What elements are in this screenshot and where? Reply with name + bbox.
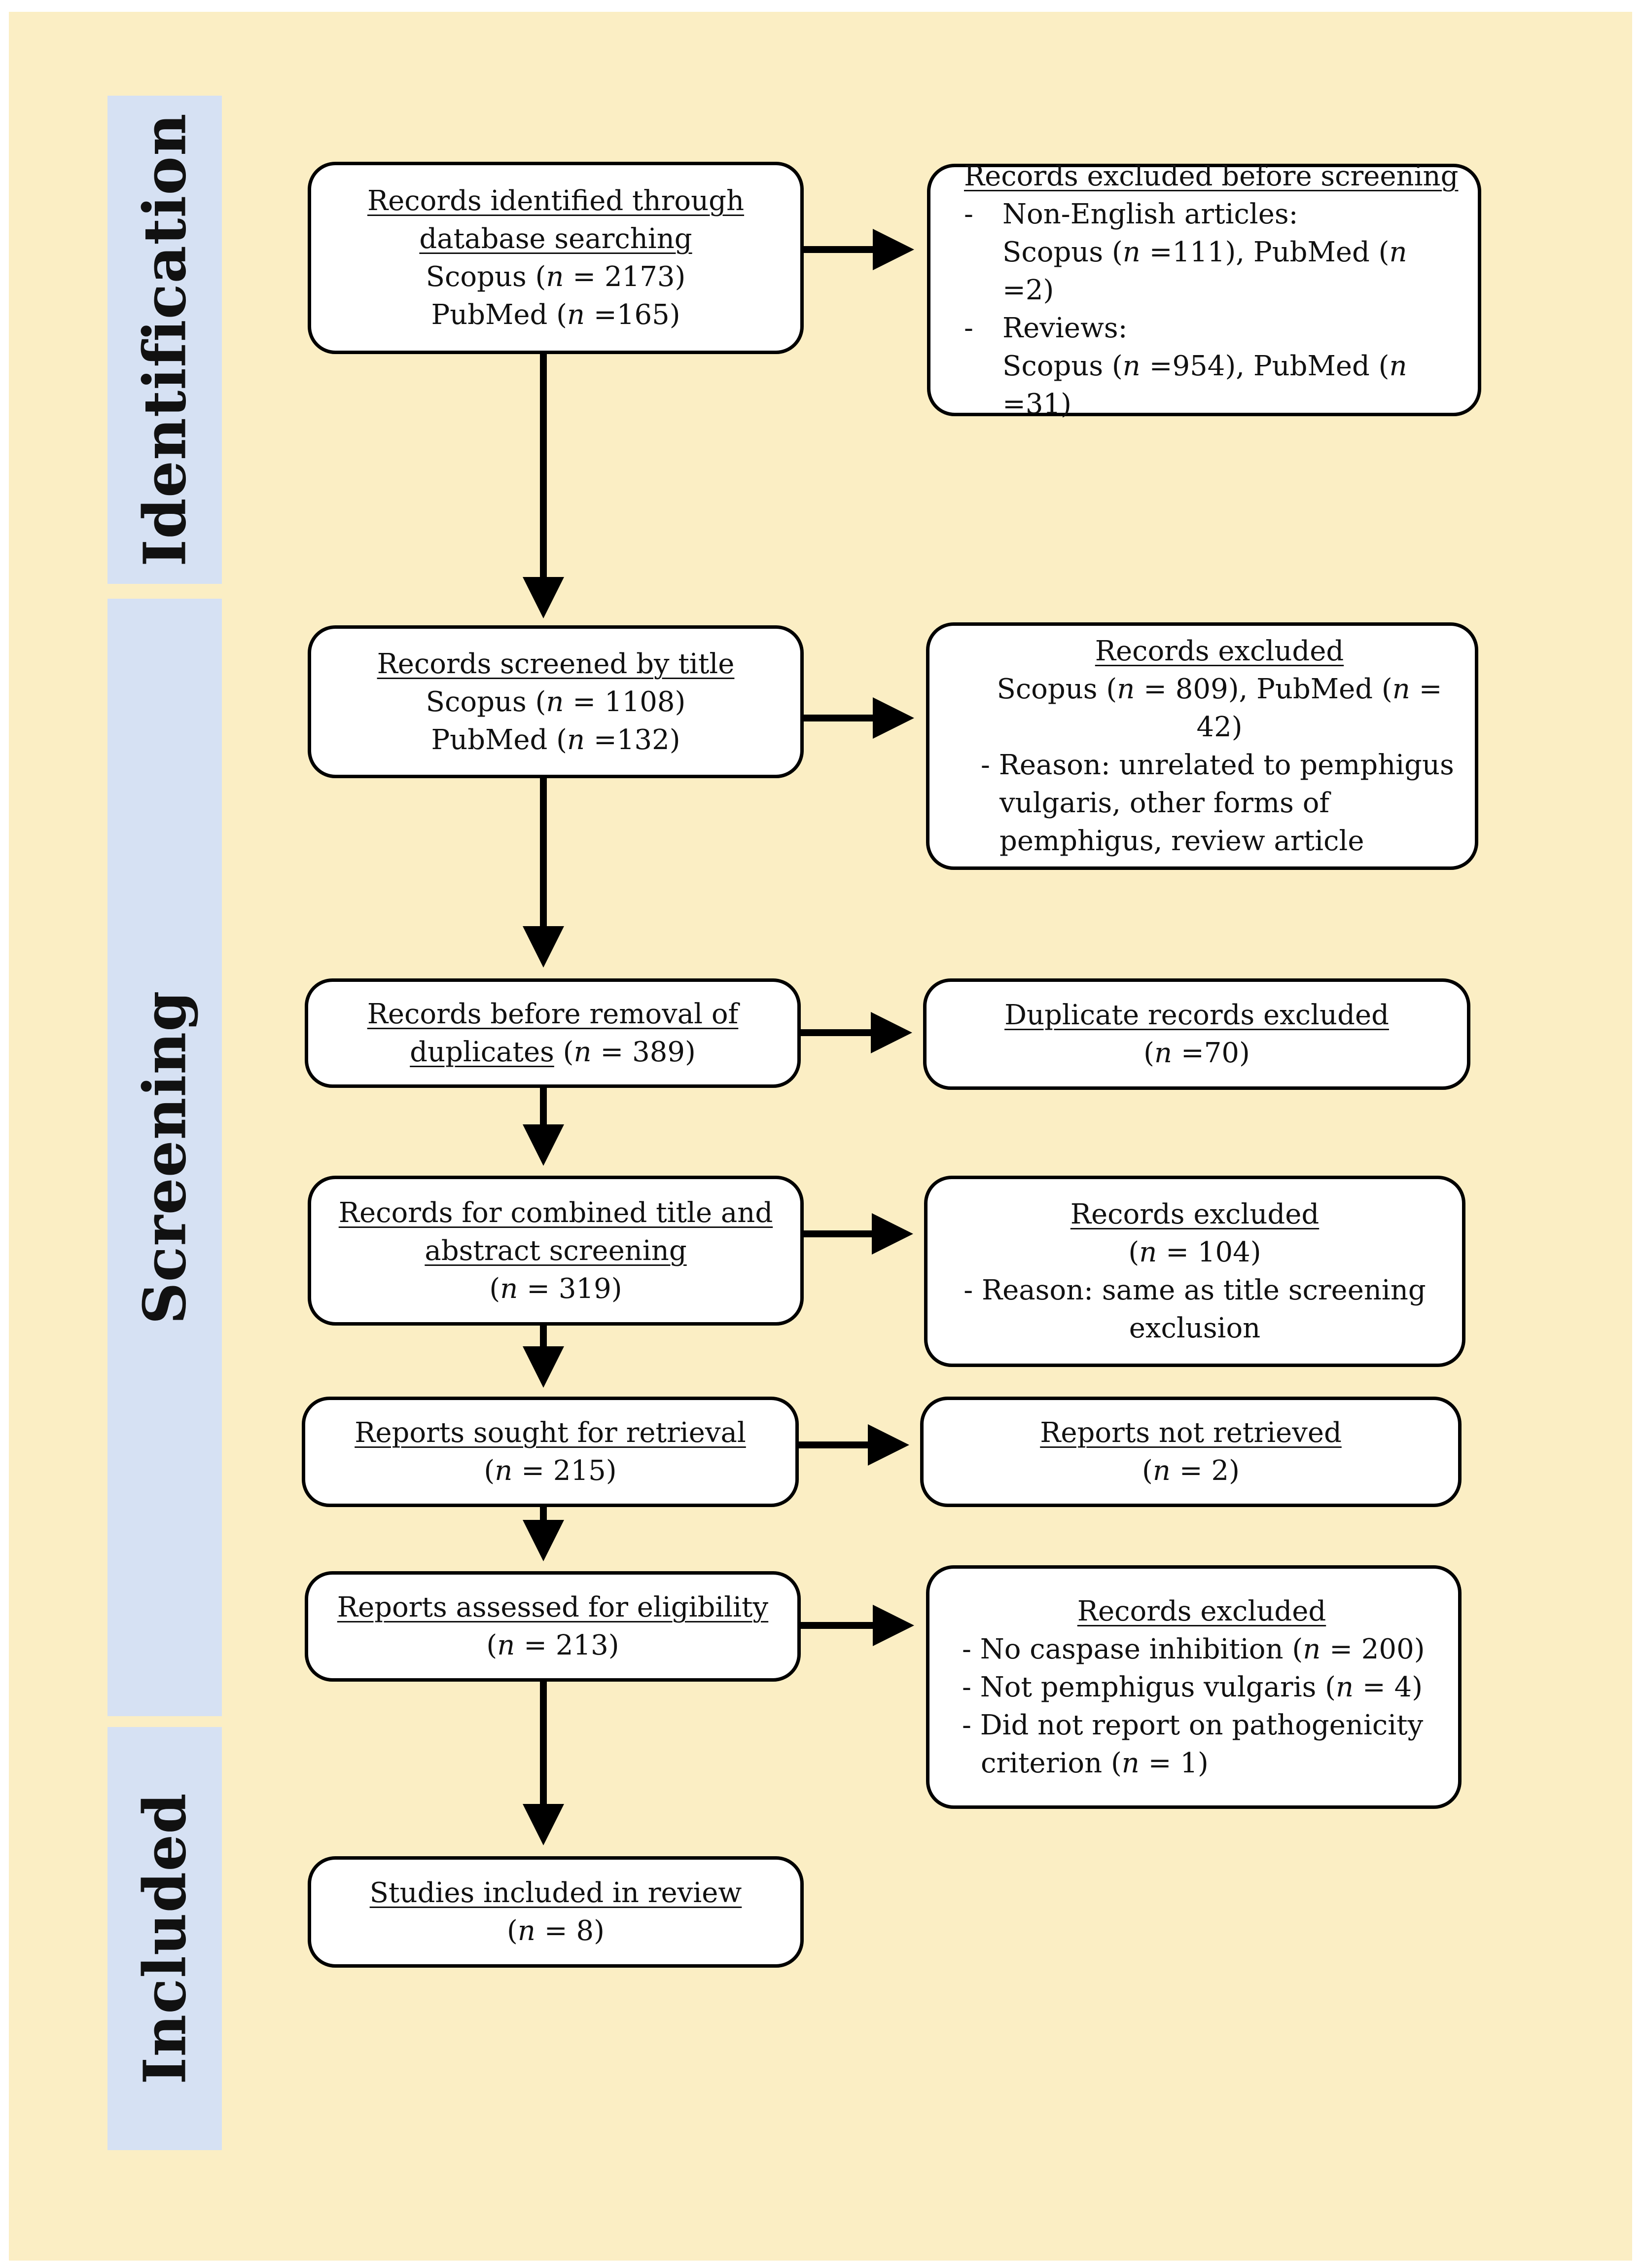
records-screened-pubmed: PubMed (n =132) bbox=[431, 723, 680, 756]
before-duplicates-title-line1: Records before removal of bbox=[367, 998, 739, 1030]
reports-assessed-count: (n = 213) bbox=[486, 1629, 619, 1661]
studies-included-count: (n = 8) bbox=[507, 1915, 605, 1947]
excluded-before-item2-value: Scopus (n =954), PubMed (n =31) bbox=[1002, 350, 1407, 420]
box-reports-sought: Reports sought for retrieval (n = 215) bbox=[302, 1397, 799, 1507]
box-records-screened-title: Records screened by title Scopus (n = 11… bbox=[308, 625, 804, 778]
box-combined-screening: Records for combined title and abstract … bbox=[308, 1176, 804, 1326]
box-studies-included: Studies included in review (n = 8) bbox=[308, 1856, 804, 1968]
excluded-eligibility-title: Records excluded bbox=[1077, 1595, 1326, 1627]
reports-sought-title: Reports sought for retrieval bbox=[355, 1417, 746, 1449]
box-records-before-duplicates: Records before removal of duplicates (n … bbox=[305, 978, 801, 1088]
box-duplicates-excluded: Duplicate records excluded (n =70) bbox=[923, 978, 1470, 1090]
phase-band-screening: Screening bbox=[107, 599, 222, 1716]
box-excluded-before-screening: Records excluded before screening -Non-E… bbox=[927, 160, 1481, 420]
excluded-title-reason-line2: vulgaris, other forms of bbox=[999, 787, 1330, 819]
before-duplicates-title-line2: duplicates bbox=[410, 1036, 554, 1068]
duplicates-excluded-title: Duplicate records excluded bbox=[1004, 999, 1389, 1031]
box-not-retrieved: Reports not retrieved (n = 2) bbox=[920, 1397, 1462, 1507]
combined-screening-count: (n = 319) bbox=[489, 1272, 622, 1305]
box-excluded-eligibility: Records excluded - No caspase inhibition… bbox=[926, 1565, 1462, 1809]
excluded-abstract-reason: - Reason: same as title screening exclus… bbox=[963, 1274, 1426, 1344]
records-identified-title: Records identified through database sear… bbox=[367, 185, 745, 255]
reports-assessed-title: Reports assessed for eligibility bbox=[337, 1591, 769, 1623]
not-retrieved-count: (n = 2) bbox=[1142, 1455, 1240, 1487]
excluded-abstract-title: Records excluded bbox=[1070, 1198, 1320, 1230]
box-records-identified: Records identified through database sear… bbox=[308, 162, 804, 354]
excluded-eligibility-item1: - No caspase inhibition (n = 200) bbox=[962, 1633, 1425, 1665]
studies-included-title: Studies included in review bbox=[369, 1877, 742, 1909]
box-excluded-title-screening: Records excluded Scopus (n = 809), PubMe… bbox=[926, 622, 1478, 870]
box-reports-assessed: Reports assessed for eligibility (n = 21… bbox=[305, 1571, 801, 1682]
before-duplicates-count: (n = 389) bbox=[554, 1036, 696, 1068]
phase-band-included: Included bbox=[107, 1727, 222, 2150]
excluded-eligibility-item3-cont: criterion (n = 1) bbox=[981, 1747, 1209, 1779]
excluded-title-heading: Records excluded bbox=[1095, 635, 1344, 667]
excluded-title-reason-line1: - Reason: unrelated to pemphigus bbox=[981, 749, 1454, 781]
not-retrieved-title: Reports not retrieved bbox=[1040, 1417, 1342, 1449]
excluded-before-item1-label: Non-English articles: bbox=[1002, 198, 1298, 230]
records-screened-scopus: Scopus (n = 1108) bbox=[426, 685, 686, 718]
bullet-dash-icon: - bbox=[964, 312, 973, 344]
box-excluded-abstract: Records excluded (n = 104) - Reason: sam… bbox=[924, 1176, 1465, 1367]
bullet-dash-icon: - bbox=[964, 198, 973, 230]
excluded-abstract-count: (n = 104) bbox=[1128, 1236, 1261, 1268]
reports-sought-count: (n = 215) bbox=[484, 1455, 617, 1487]
excluded-before-title: Records excluded before screening bbox=[964, 160, 1459, 192]
phase-band-identification: Identification bbox=[107, 96, 222, 584]
records-identified-pubmed: PubMed (n =165) bbox=[431, 299, 680, 331]
excluded-eligibility-item3: - Did not report on pathogenicity bbox=[962, 1709, 1424, 1741]
excluded-before-item2-label: Reviews: bbox=[1002, 312, 1128, 344]
excluded-before-item1-value: Scopus (n =111), PubMed (n =2) bbox=[1002, 236, 1407, 306]
excluded-title-reason-line3: pemphigus, review article bbox=[999, 825, 1364, 857]
combined-screening-title: Records for combined title and abstract … bbox=[338, 1196, 773, 1267]
records-screened-title: Records screened by title bbox=[377, 648, 735, 680]
duplicates-excluded-count: (n =70) bbox=[1143, 1037, 1250, 1069]
excluded-eligibility-item2: - Not pemphigus vulgaris (n = 4) bbox=[962, 1671, 1423, 1703]
records-identified-scopus: Scopus (n = 2173) bbox=[426, 261, 686, 293]
excluded-title-counts: Scopus (n = 809), PubMed (n = 42) bbox=[997, 673, 1442, 743]
